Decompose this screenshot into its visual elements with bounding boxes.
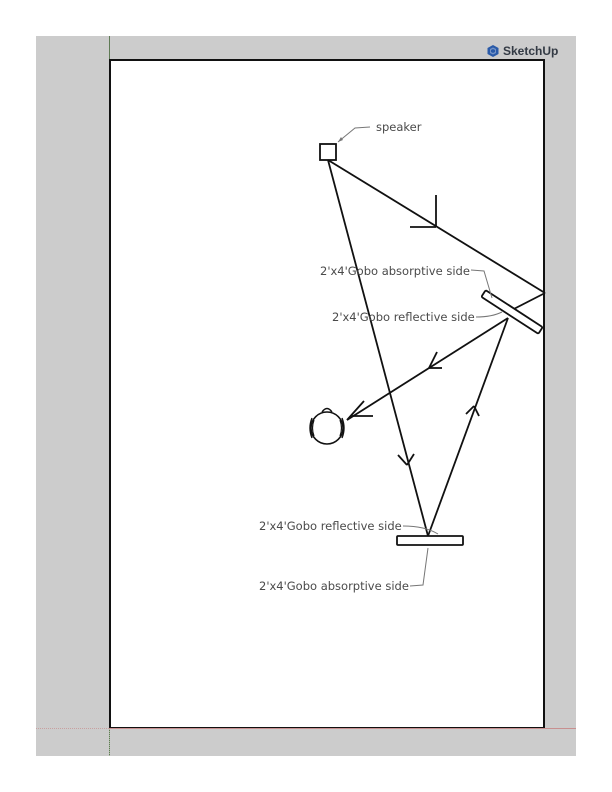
- green-axis-dotted: [109, 729, 111, 756]
- ray-speaker-to-bottom-gobo: [327, 159, 429, 537]
- leader-line: [475, 311, 503, 318]
- gobo-top-absorptive-label: 2'x4'Gobo absorptive side: [320, 264, 470, 278]
- drawing-sheet: [109, 59, 545, 729]
- ray-bottom-gobo-to-top-gobo: [427, 317, 509, 537]
- red-axis-dotted: [36, 728, 109, 729]
- speaker-leader-line: [337, 126, 371, 143]
- ray-gobo-to-listener: [346, 317, 509, 421]
- gobo-panel-top[interactable]: [480, 289, 544, 335]
- speaker-label: speaker: [376, 120, 422, 134]
- gobo-bottom-absorptive-label: 2'x4'Gobo absorptive side: [259, 579, 409, 593]
- leader-arrowhead: [338, 137, 343, 142]
- leader-line: [470, 269, 493, 299]
- arrowhead: [406, 453, 415, 466]
- gobo-panel-bottom[interactable]: [396, 535, 464, 546]
- arrowhead: [465, 405, 475, 415]
- arrowhead: [346, 400, 365, 421]
- gobo-bottom-reflective-label: 2'x4'Gobo reflective side: [259, 519, 402, 533]
- gobo-top-reflective-label: 2'x4'Gobo reflective side: [332, 310, 475, 324]
- arrowhead: [397, 454, 408, 466]
- arrowhead: [473, 405, 480, 417]
- sketchup-logo-icon: [487, 45, 499, 57]
- listener-head[interactable]: [309, 407, 345, 445]
- sketchup-logo: SketchUp: [486, 44, 558, 58]
- sketchup-viewport[interactable]: SketchUp: [36, 36, 576, 756]
- arrowhead: [428, 351, 438, 369]
- sketchup-logo-text: SketchUp: [503, 44, 559, 58]
- speaker-box[interactable]: [319, 143, 337, 161]
- red-axis-line: [109, 728, 576, 729]
- leader-line: [409, 547, 429, 587]
- leader-line: [402, 525, 439, 535]
